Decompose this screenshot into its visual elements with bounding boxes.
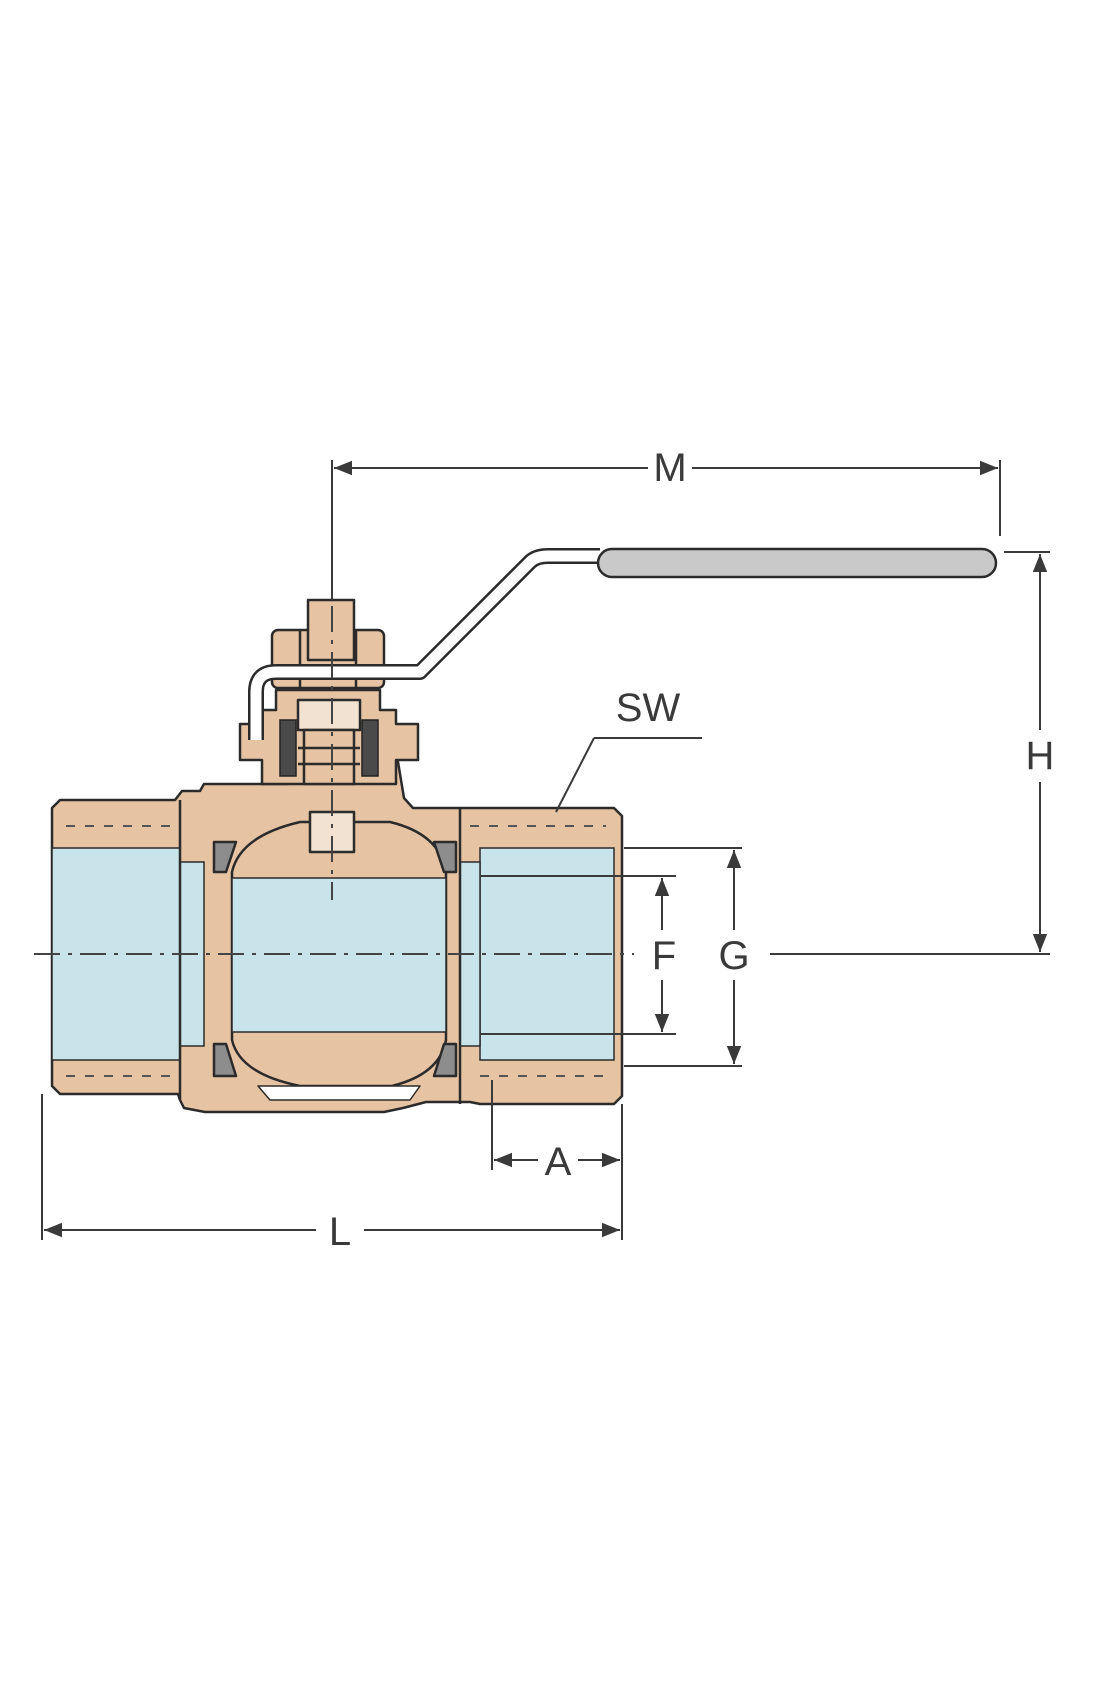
dimension-label-G: G (718, 934, 749, 978)
lever-handle (248, 547, 998, 740)
dimension-label-L: L (329, 1210, 351, 1254)
dimension-F: F (480, 875, 676, 1035)
dimension-G: G (624, 847, 750, 1067)
packing-ring-left (279, 719, 297, 777)
seat-upper-right (432, 840, 458, 874)
dimension-label-M: M (653, 446, 686, 490)
handle-rod-inner (250, 550, 600, 740)
dimension-M: M (331, 446, 1001, 600)
dimension-SW: SW (555, 686, 702, 813)
dimension-H: H (770, 551, 1055, 955)
packing-ring-right (361, 719, 379, 777)
handle-grip (596, 547, 998, 579)
ball-lower-cavity (257, 1085, 421, 1101)
dimension-A: A (491, 1080, 623, 1240)
stem-middle (296, 698, 362, 732)
dimension-label-H: H (1026, 734, 1055, 778)
stem-lower (302, 728, 356, 786)
valve-body (50, 736, 624, 1114)
dimension-label-A: A (545, 1140, 572, 1184)
dimension-L: L (41, 1094, 620, 1254)
seat-lower-right (432, 1042, 458, 1078)
dimension-label-SW: SW (616, 686, 681, 730)
dimension-label-F: F (652, 934, 676, 978)
seat-lower-left (212, 1042, 238, 1078)
seat-upper-left (212, 840, 238, 874)
